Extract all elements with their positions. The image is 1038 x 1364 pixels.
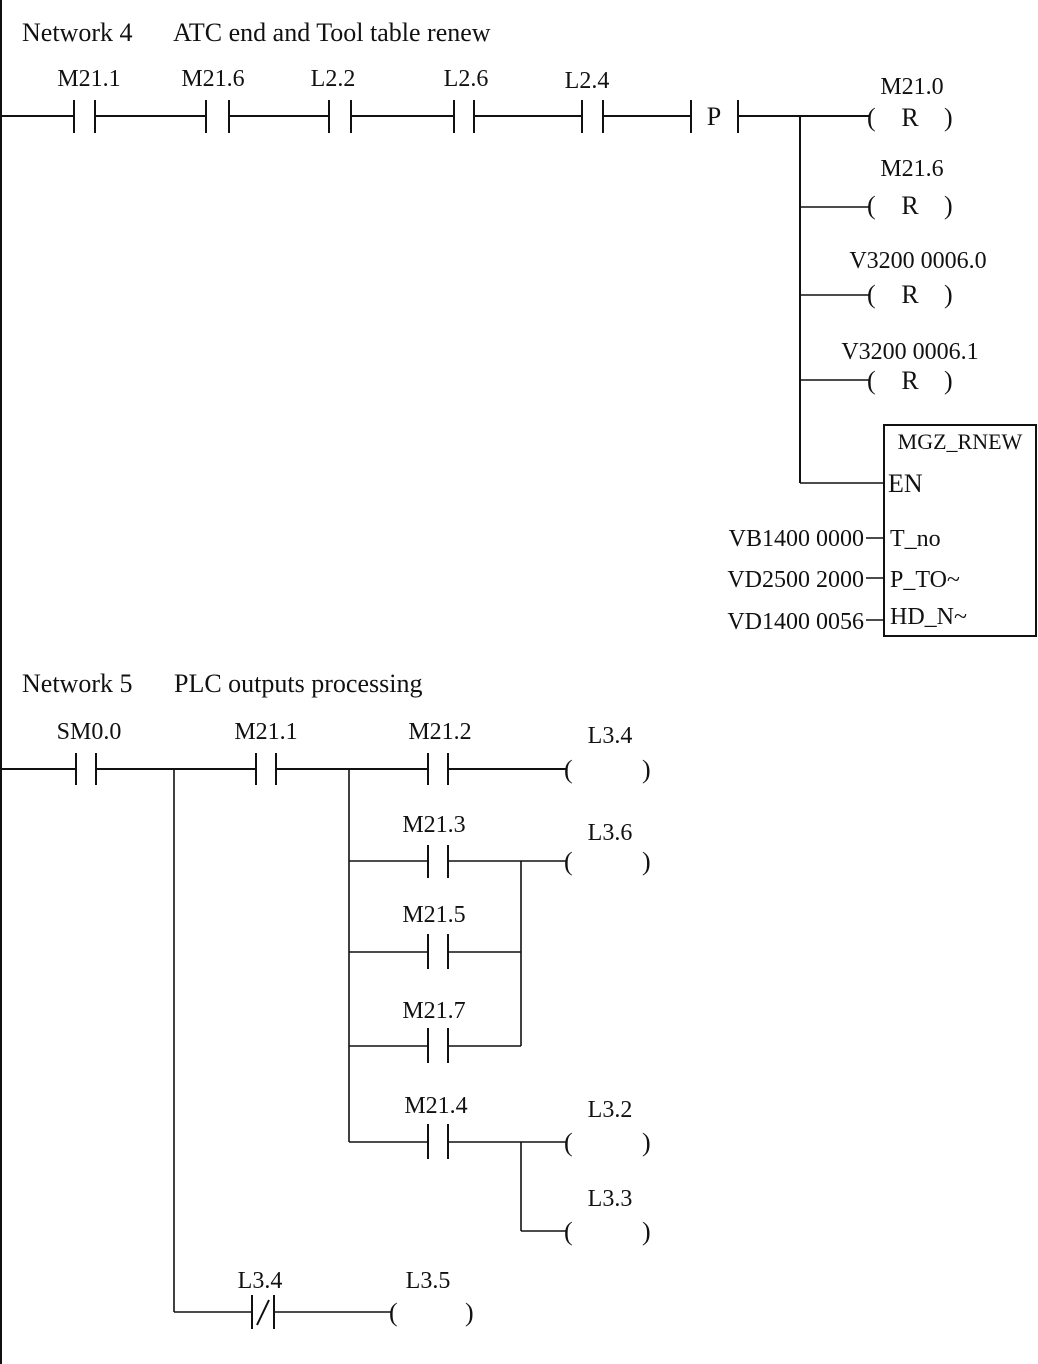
function-block-box	[883, 424, 1037, 637]
contact-m21-3[interactable]: M21.3	[402, 812, 466, 878]
coil-label: V3200 0006.0	[849, 248, 986, 274]
coil-open: (	[564, 1217, 573, 1246]
coil-close: )	[944, 366, 953, 395]
reset-symbol: R	[901, 280, 919, 309]
contact-label: L2.2	[311, 66, 356, 92]
network-5-number: Network 5	[22, 669, 132, 698]
contact-label: SM0.0	[57, 719, 122, 745]
coil-open: (	[564, 755, 573, 784]
coil-open: (	[867, 366, 876, 395]
coil-close: )	[944, 280, 953, 309]
coil-label: L3.2	[588, 1097, 633, 1123]
contact-m21-6[interactable]: M21.6	[181, 66, 245, 133]
operand-p-to: VD2500 2000	[727, 567, 864, 593]
coil-label: L3.6	[588, 820, 633, 846]
network-5-comment: PLC outputs processing	[174, 669, 422, 698]
contact-label: M21.5	[402, 902, 465, 928]
contact-label: M21.6	[181, 66, 244, 92]
coil-l3-4[interactable]: L3.4 ( )	[564, 723, 651, 784]
reset-coil-v3200-0006-1[interactable]: V3200 0006.1 ( R )	[841, 339, 978, 395]
contact-l2-4[interactable]: L2.4	[565, 68, 610, 133]
coil-label: L3.5	[406, 1268, 451, 1294]
reset-symbol: R	[901, 103, 919, 132]
coil-close: )	[944, 191, 953, 220]
network-4-comment: ATC end and Tool table renew	[173, 18, 491, 47]
network-5: Network 5 PLC outputs processing	[1, 669, 651, 1329]
coil-open: (	[867, 280, 876, 309]
coil-close: )	[944, 103, 953, 132]
coil-close: )	[465, 1298, 474, 1327]
function-block-mgz-rnew[interactable]: MGZ_RNEW EN T_no P_TO~ HD_N~ VB1400 0000…	[727, 424, 1037, 637]
coil-close: )	[642, 847, 651, 876]
contact-l2-6[interactable]: L2.6	[444, 66, 489, 133]
coil-close: )	[642, 755, 651, 784]
contact-m21-4[interactable]: M21.4	[404, 1093, 468, 1159]
network-5-rung-wire	[1, 768, 567, 1313]
contact-l2-2[interactable]: L2.2	[311, 66, 356, 133]
positive-transition-contact[interactable]: P	[690, 100, 739, 133]
function-block-name: MGZ_RNEW	[898, 429, 1023, 454]
operand-hd-n: VD1400 0056	[727, 609, 864, 635]
contact-sm0-0[interactable]: SM0.0	[57, 719, 122, 785]
coil-close: )	[642, 1217, 651, 1246]
coil-l3-5[interactable]: L3.5 ( )	[389, 1268, 474, 1327]
contact-label: L2.6	[444, 66, 489, 92]
contact-m21-2[interactable]: M21.2	[408, 719, 472, 785]
pin-t-no: T_no	[890, 526, 941, 552]
contact-m21-1[interactable]: M21.1	[234, 719, 298, 785]
coil-close: )	[642, 1128, 651, 1157]
contact-label: M21.3	[402, 812, 465, 838]
pin-en: EN	[888, 469, 923, 498]
contact-m21-1[interactable]: M21.1	[57, 66, 121, 133]
coil-open: (	[389, 1298, 398, 1327]
reset-symbol: R	[901, 191, 919, 220]
contact-label: M21.2	[408, 719, 471, 745]
network-4-number: Network 4	[22, 18, 132, 47]
contact-m21-5[interactable]: M21.5	[402, 902, 466, 969]
contact-label: L2.4	[565, 68, 610, 94]
contact-label: M21.7	[402, 998, 465, 1024]
coil-label: M21.0	[880, 74, 943, 100]
contact-m21-7[interactable]: M21.7	[402, 998, 466, 1063]
contact-label: L3.4	[238, 1268, 283, 1294]
pin-hd-n: HD_N~	[890, 604, 967, 630]
coil-label: L3.4	[588, 723, 633, 749]
coil-label: L3.3	[588, 1186, 633, 1212]
contact-label: M21.1	[234, 719, 297, 745]
coil-label: M21.6	[880, 156, 943, 182]
reset-coil-v3200-0006-0[interactable]: V3200 0006.0 ( R )	[849, 248, 986, 309]
contact-label: M21.1	[57, 66, 120, 92]
pin-p-to: P_TO~	[890, 567, 960, 593]
coil-l3-6[interactable]: L3.6 ( )	[564, 820, 651, 876]
reset-coil-m21-6[interactable]: M21.6 ( R )	[867, 156, 953, 220]
reset-coil-m21-0[interactable]: M21.0 ( R )	[867, 74, 953, 132]
reset-symbol: R	[901, 366, 919, 395]
coil-label: V3200 0006.1	[841, 339, 978, 365]
coil-l3-2[interactable]: L3.2 ( )	[564, 1097, 651, 1157]
network-4: Network 4 ATC end and Tool table renew M…	[1, 18, 1037, 637]
coil-open: (	[867, 191, 876, 220]
coil-l3-3[interactable]: L3.3 ( )	[564, 1186, 651, 1246]
coil-open: (	[564, 847, 573, 876]
operand-t-no: VB1400 0000	[729, 526, 864, 552]
contact-l3-4-nc[interactable]: L3.4	[238, 1268, 283, 1329]
coil-open: (	[564, 1128, 573, 1157]
coil-open: (	[867, 103, 876, 132]
edge-symbol: P	[707, 102, 721, 131]
contact-label: M21.4	[404, 1093, 467, 1119]
